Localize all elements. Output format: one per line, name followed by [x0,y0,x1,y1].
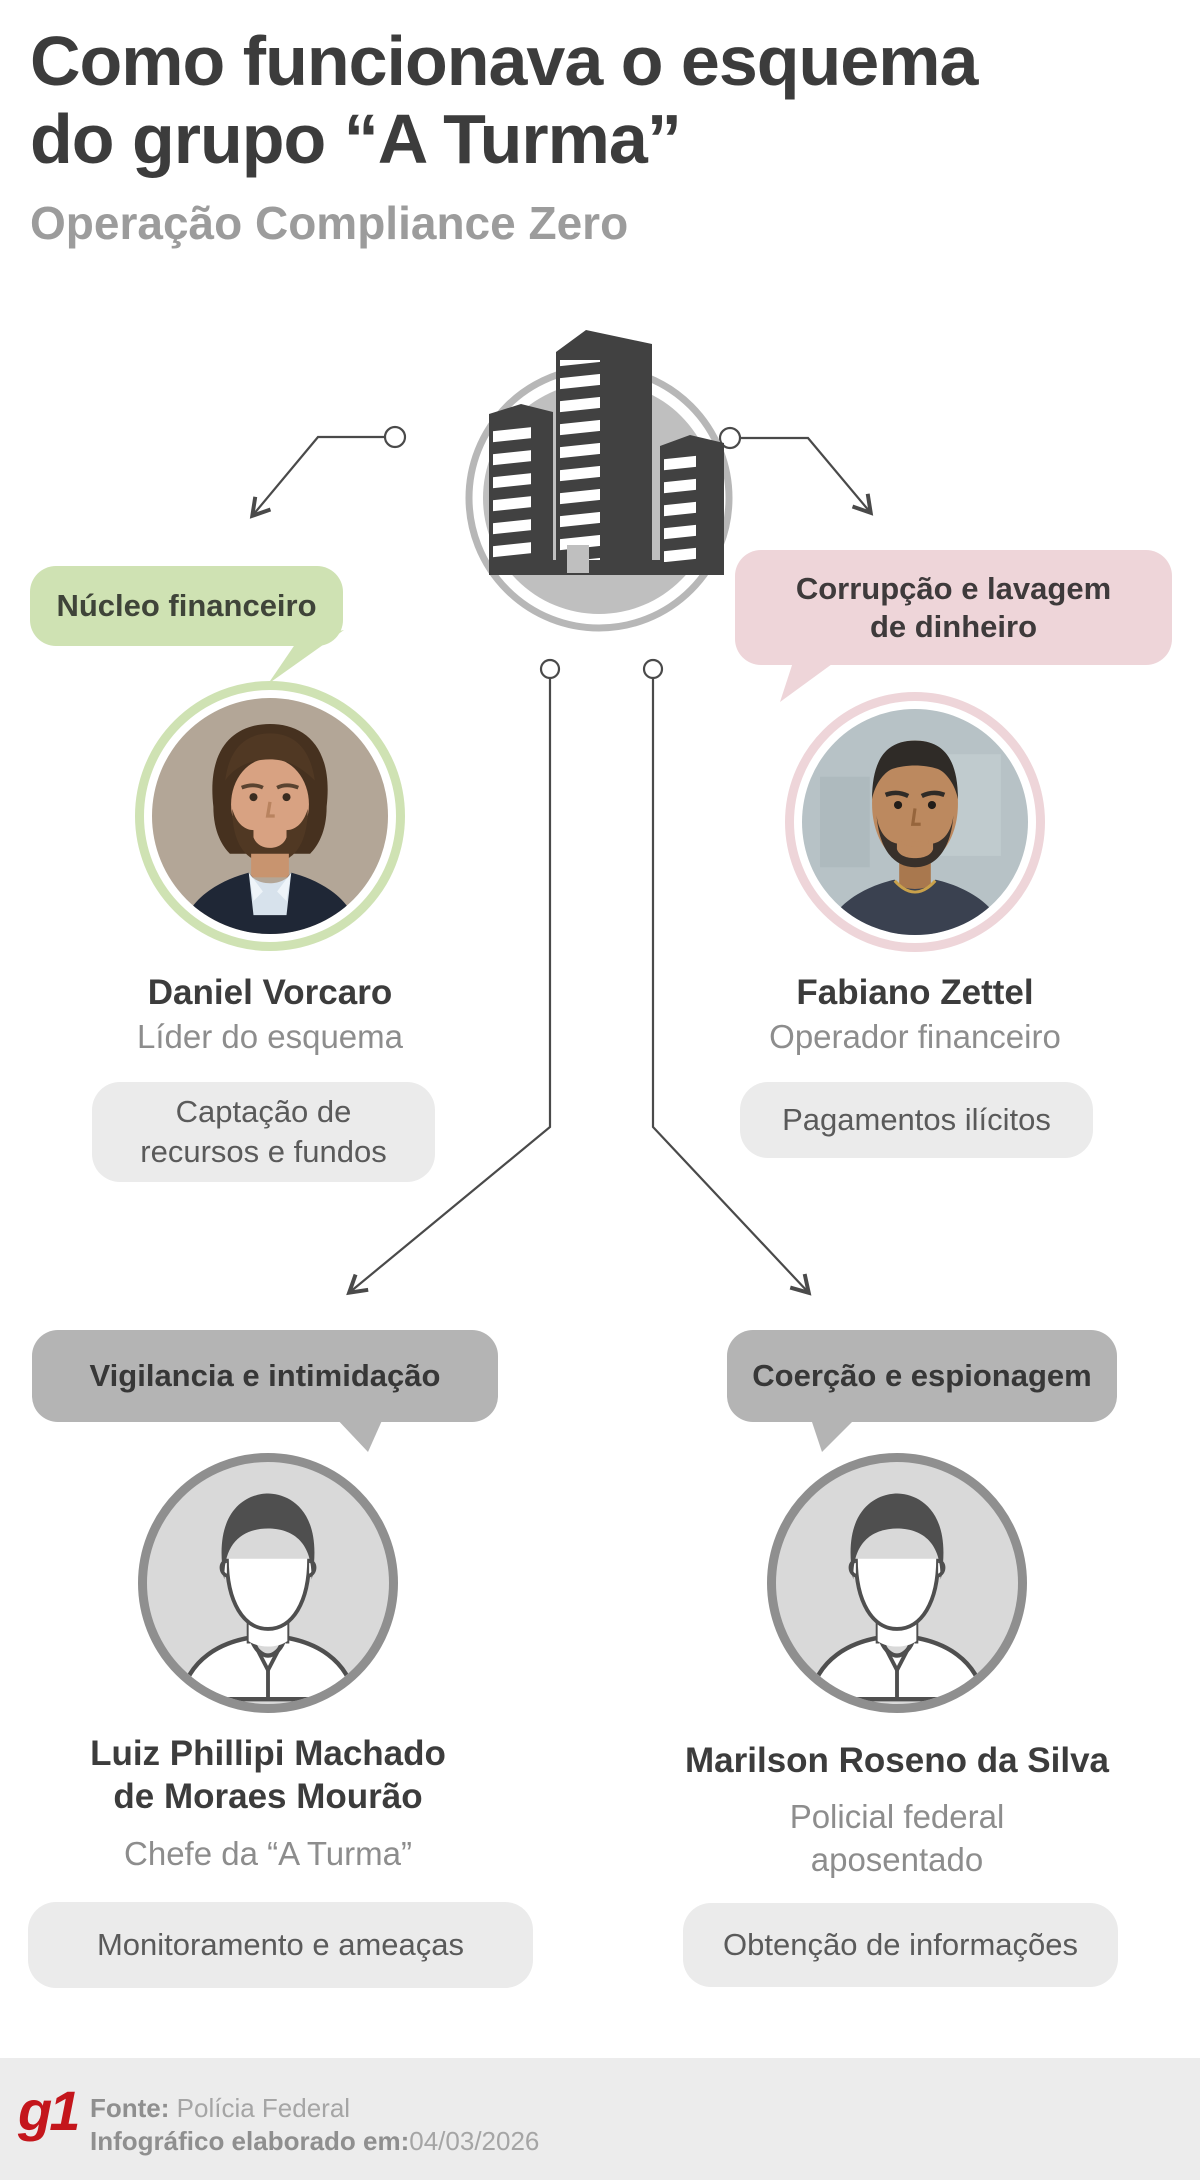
bubble-tail [780,656,843,702]
photo-fabiano-zettel [785,692,1045,952]
connector-dot [383,425,407,449]
person-name-daniel: Daniel Vorcaro [147,973,393,1012]
page-title-line2: do grupo “A Turma” [30,100,682,178]
bubble-coercao-espionagem: Coerção e espionagem [727,1330,1117,1422]
name-line: de Moraes Mourão [113,1777,423,1816]
person-avatar-icon [178,1493,358,1702]
bubble-corrupcao-lavagem: Corrupção e lavagem de dinheiro [735,550,1172,665]
action-box-luiz: Monitoramento e ameaças [28,1902,533,1988]
bubble-label-line2: de dinheiro [869,608,1038,644]
person-role-marilson: Policial federal aposentado [647,1795,1147,1881]
buildings-icon [465,330,733,632]
connector-dot [539,658,561,680]
connector-arrow-bottom-left [346,679,552,1296]
page-title: Como funcionava o esquema do grupo “A Tu… [30,22,1130,178]
action-box-fabiano: Pagamentos ilícitos [740,1082,1093,1158]
person-role-daniel: Líder do esquema [136,1018,403,1055]
action-box-daniel: Captação de recursos e fundos [92,1082,435,1182]
footer-source: Fonte: Polícia Federal [90,2092,539,2125]
connector-dot [642,658,664,680]
person-name-luiz: Luiz Phillipi Machado de Moraes Mourão [18,1732,518,1818]
action-line: Pagamentos ilícitos [782,1102,1051,1137]
fabiano-portrait-icon [802,709,1028,935]
footer-source-label: Fonte: [90,2093,170,2123]
portrait-image [802,709,1028,935]
name-line: Luiz Phillipi Machado [90,1734,446,1773]
bubble-tail [810,1416,858,1452]
action-box-marilson: Obtenção de informações [683,1903,1118,1987]
footer-credits: Fonte: Polícia Federal Infográfico elabo… [90,2092,539,2158]
photo-daniel-vorcaro [135,681,405,951]
portrait-image [152,698,388,934]
person-role-fabiano: Operador financeiro [769,1018,1061,1055]
footer-source-value: Polícia Federal [169,2093,351,2123]
bubble-vigilancia-intimidacao: Vigilancia e intimidação [32,1330,498,1422]
bubble-label-line1: Corrupção e lavagem [795,570,1112,606]
bubble-nucleo-financeiro: Núcleo financeiro [30,566,343,646]
action-line: Obtenção de informações [723,1927,1078,1962]
person-name-marilson: Marilson Roseno da Silva [685,1741,1109,1780]
connector-arrow-top-right [741,436,874,516]
bubble-tail [334,1416,384,1452]
person-role-luiz: Chefe da “A Turma” [124,1835,412,1872]
bubble-label: Núcleo financeiro [56,588,317,623]
connector-arrow-bottom-right [651,679,812,1296]
connector-arrow-top-left [249,435,384,519]
footer-date: Infográfico elaborado em:04/03/2026 [90,2125,539,2158]
footer-date-label: Infográfico elaborado em: [90,2126,410,2156]
bubble-label: Vigilancia e intimidação [89,1358,441,1393]
page-title-line1: Como funcionava o esquema [30,22,978,100]
footer-date-value: 04/03/2026 [409,2126,540,2156]
bubble-label: Coerção e espionagem [752,1358,1092,1393]
g1-logo: g1 [18,2079,80,2142]
footer-band [0,2058,1200,2180]
action-line: Monitoramento e ameaças [96,1927,465,1962]
page-subtitle: Operação Compliance Zero [30,197,629,249]
action-line: recursos e fundos [140,1134,387,1169]
action-line: Captação de [175,1094,352,1129]
avatar-marilson [767,1453,1027,1713]
daniel-portrait-icon [152,698,388,934]
connector-dot [718,426,742,450]
role-line: Policial federal [789,1798,1005,1835]
role-line: aposentado [810,1841,984,1878]
person-avatar-icon [807,1493,987,1702]
person-name-fabiano: Fabiano Zettel [796,973,1034,1012]
avatar-luiz [138,1453,398,1713]
